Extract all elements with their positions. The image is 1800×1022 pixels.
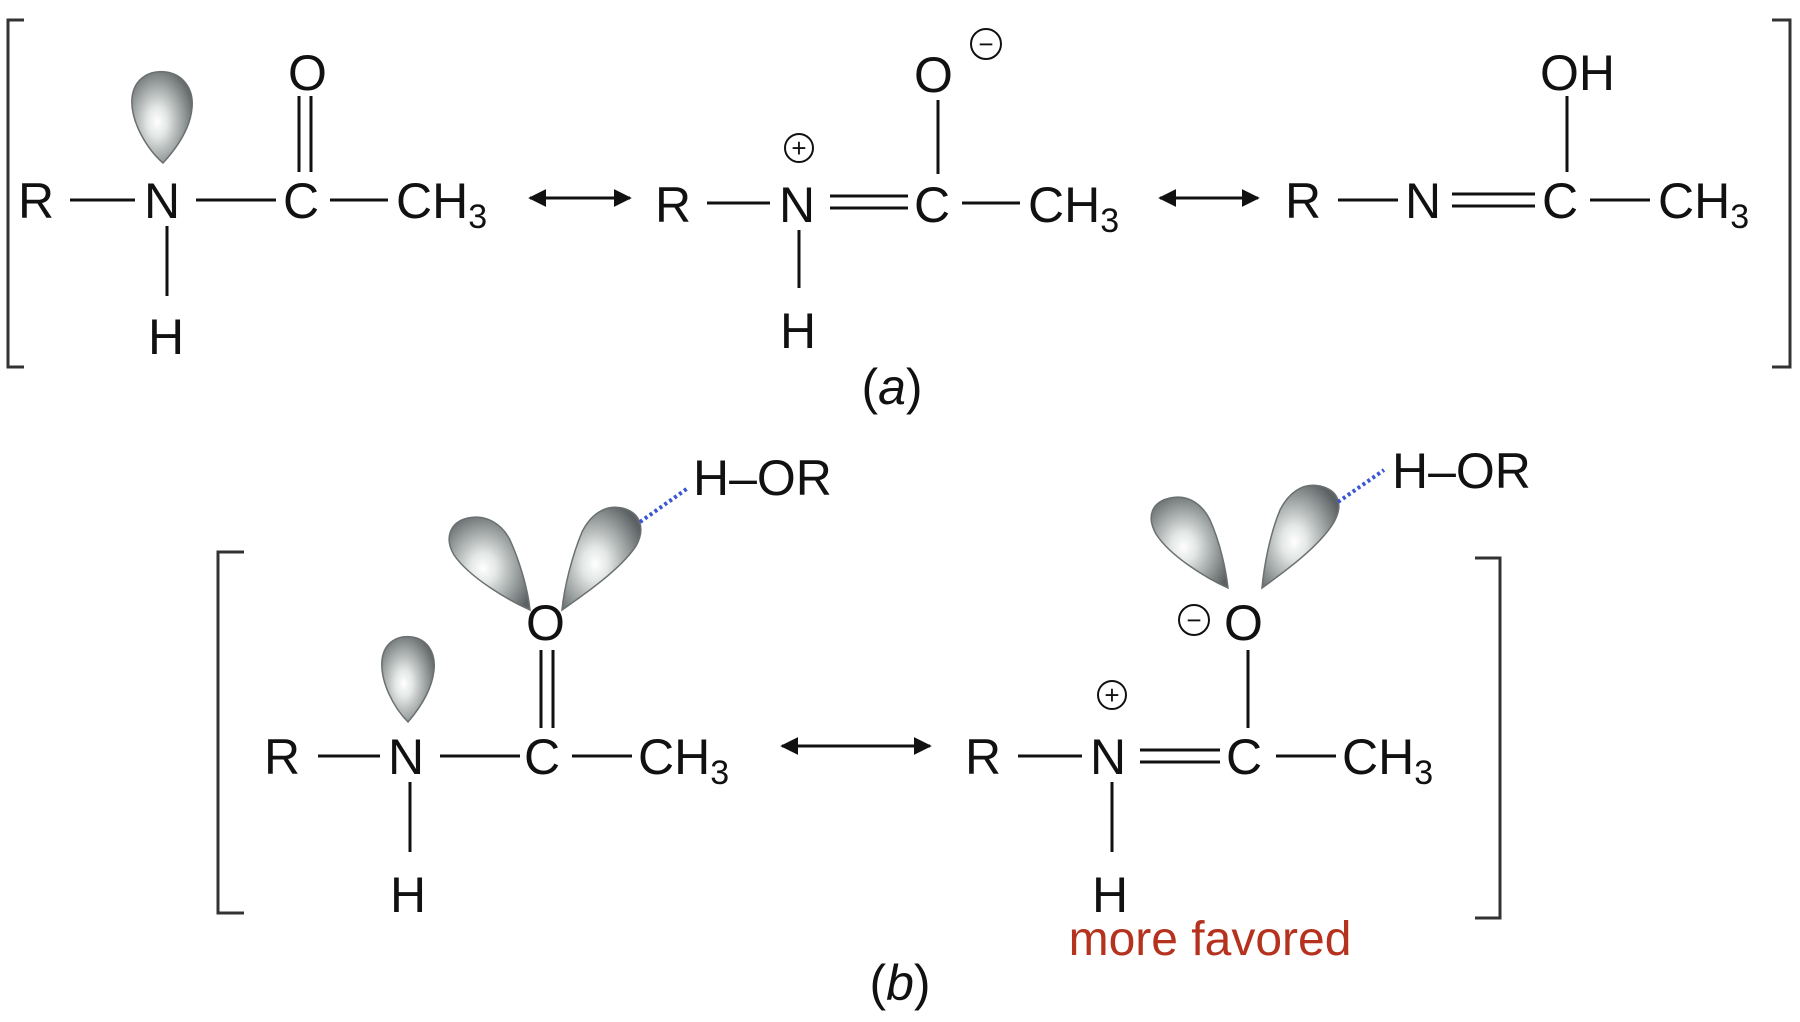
structure-a1-neutral-amide: R N H C O CH3	[18, 45, 487, 365]
negative-charge-icon	[1178, 604, 1210, 636]
atom-n: N	[779, 177, 815, 233]
atom-h: H	[1092, 867, 1128, 923]
atom-r: R	[264, 729, 300, 785]
atom-n: N	[1405, 173, 1441, 229]
atom-n: N	[1090, 729, 1126, 785]
methyl-group: CH3	[1342, 729, 1433, 792]
solvent-h-or: H–OR	[1392, 443, 1531, 499]
oxygen-lone-pair-right-icon	[561, 506, 642, 612]
negative-charge-sign: −	[978, 29, 993, 59]
panel-a-right-bracket	[1772, 18, 1792, 369]
atom-c: C	[1542, 173, 1578, 229]
panel-a-caption: (a)	[861, 359, 922, 415]
panel-b: H–OR O R N H C CH3 H–OR − O R	[216, 443, 1531, 1011]
atom-o: O	[526, 595, 565, 651]
oxygen-lone-pair-left-icon	[448, 516, 531, 612]
atom-r: R	[655, 177, 691, 233]
negative-charge-icon	[970, 28, 1002, 60]
nitrogen-lone-pair-icon	[381, 635, 435, 724]
solvent-h-or: H–OR	[693, 450, 832, 506]
positive-charge-sign: +	[791, 133, 806, 163]
atom-h: H	[390, 867, 426, 923]
nitrogen-lone-pair-icon	[131, 70, 193, 165]
atom-c: C	[524, 729, 560, 785]
atom-o: O	[914, 47, 953, 103]
atom-r: R	[1285, 173, 1321, 229]
atom-o: O	[288, 45, 327, 101]
atom-c: C	[1226, 729, 1262, 785]
atom-h: H	[148, 309, 184, 365]
hydrogen-bond	[638, 486, 690, 524]
methyl-group: CH3	[396, 173, 487, 236]
panel-b-left-bracket	[216, 550, 244, 915]
panel-b-caption: (b)	[869, 955, 930, 1011]
hydrogen-bond	[1336, 468, 1386, 504]
positive-charge-icon	[784, 133, 814, 163]
more-favored-label: more favored	[1069, 913, 1352, 966]
oxygen-lone-pair-left-icon	[1150, 496, 1229, 590]
methyl-group: CH3	[638, 729, 729, 792]
positive-charge-sign: +	[1104, 680, 1119, 710]
atom-n: N	[144, 173, 180, 229]
hydroxyl-group: OH	[1540, 45, 1615, 101]
atom-n: N	[388, 729, 424, 785]
structure-a2-zwitterion: R + N H C O − CH3	[655, 28, 1119, 359]
positive-charge-icon	[1097, 680, 1127, 710]
oxygen-lone-pair-right-icon	[1261, 484, 1340, 590]
structure-b1-neutral-amide: H–OR O R N H C CH3	[264, 450, 832, 923]
atom-c: C	[283, 173, 319, 229]
negative-charge-sign: −	[1186, 605, 1201, 635]
structure-b2-zwitterion: H–OR − O R + N H C CH3	[965, 443, 1531, 923]
methyl-group: CH3	[1028, 177, 1119, 240]
panel-b-right-bracket	[1475, 556, 1502, 920]
methyl-group: CH3	[1658, 173, 1749, 236]
atom-o: O	[1224, 595, 1263, 651]
atom-c: C	[914, 177, 950, 233]
panel-a: R N H C O CH3 R + N H C O	[6, 18, 1792, 415]
atom-r: R	[18, 173, 54, 229]
structure-a3-imidic-acid: R N C OH CH3	[1285, 45, 1749, 236]
atom-h: H	[780, 303, 816, 359]
atom-r: R	[965, 729, 1001, 785]
panel-a-left-bracket	[6, 18, 24, 369]
